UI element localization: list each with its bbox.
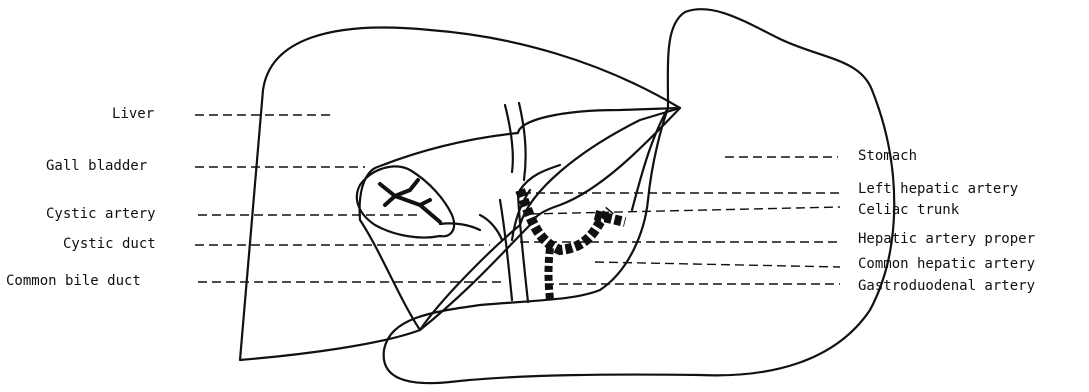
gall-bladder-shape [357, 166, 454, 237]
gastroduodenal-artery-band [549, 248, 551, 300]
label-celiac-trunk: Celiac trunk [858, 202, 960, 218]
label-left-hepatic-artery: Left hepatic artery [858, 181, 1018, 197]
label-gastroduodenal-artery: Gastroduodenal artery [858, 278, 1035, 294]
label-gall-bladder: Gall bladder [46, 158, 147, 174]
celiac-trunk-band [595, 215, 625, 222]
common-hepatic-artery-leader [595, 262, 840, 267]
label-common-hepatic-artery: Common hepatic artery [858, 256, 1035, 272]
celiac-trunk-leader [530, 207, 840, 214]
label-hepatic-artery-proper: Hepatic artery proper [858, 231, 1035, 247]
label-cystic-artery: Cystic artery [46, 206, 156, 222]
stomach-shape [384, 9, 895, 383]
label-cystic-duct: Cystic duct [63, 236, 156, 252]
liver-shape [240, 28, 680, 361]
label-stomach: Stomach [858, 148, 917, 164]
label-common-bile-duct: Common bile duct [6, 273, 141, 289]
cystic-duct-shape [440, 223, 480, 230]
label-liver: Liver [112, 106, 154, 122]
